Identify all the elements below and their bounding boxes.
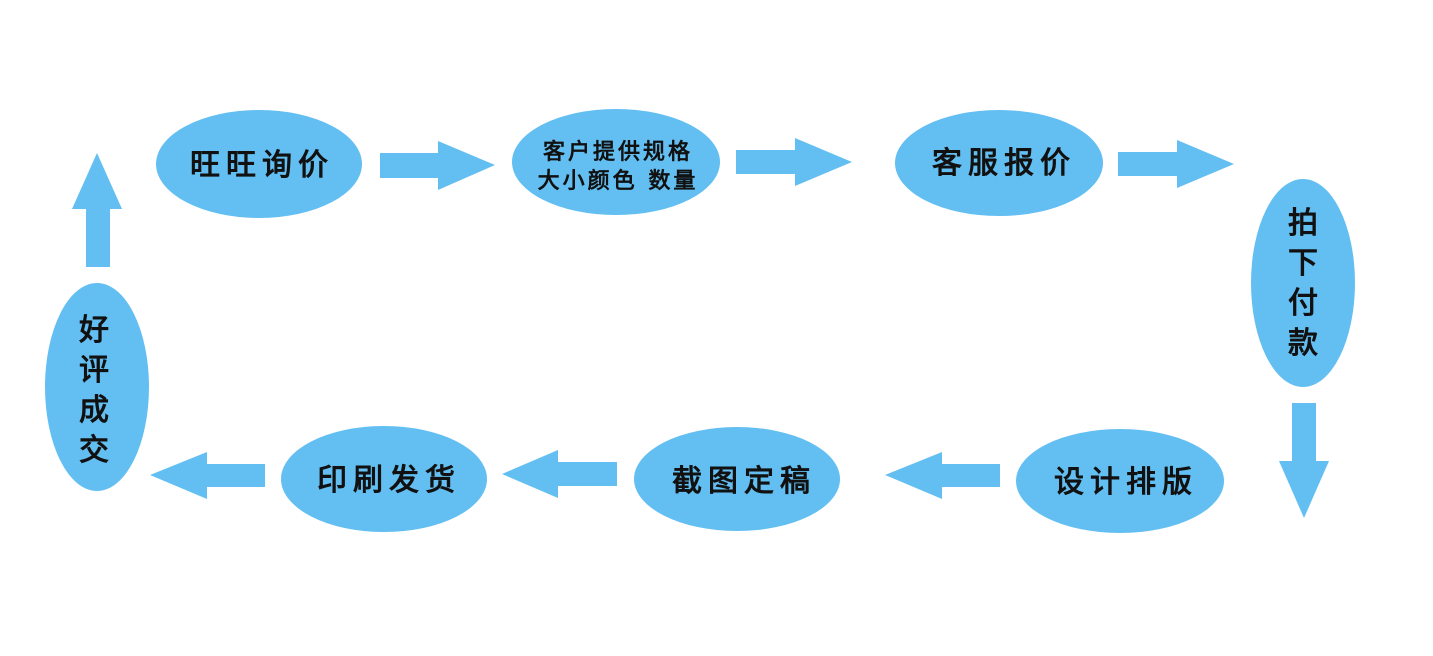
step-node-7: 印刷发货: [281, 426, 487, 532]
step-2-label-line-2: 大小颜色 数量: [538, 168, 699, 194]
arrow-left-step5-to-step6: [885, 452, 1000, 499]
arrow-down-step4-to-step5: [1279, 403, 1329, 518]
step-3-label: 客服报价: [932, 146, 1076, 181]
step-8-char-3: 成: [79, 393, 109, 428]
step-node-4: 拍 下 付 款: [1251, 179, 1355, 387]
arrow-up-step8-to-step1: [72, 153, 122, 267]
step-node-2: 客户提供规格 大小颜色 数量: [512, 109, 720, 215]
step-3-ellipse: [895, 110, 1103, 216]
step-6-label: 截图定稿: [672, 464, 816, 499]
step-6-ellipse: [634, 427, 840, 531]
step-7-label: 印刷发货: [317, 463, 461, 498]
step-8-char-2: 评: [79, 353, 109, 388]
step-5-label: 设计排版: [1054, 465, 1198, 500]
arrow-left-step6-to-step7: [502, 450, 617, 498]
step-4-char-3: 付: [1288, 286, 1318, 321]
step-2-ellipse: [512, 109, 720, 215]
step-node-1: 旺旺询价: [156, 110, 362, 218]
step-4-char-4: 款: [1288, 326, 1319, 361]
step-8-char-4: 交: [79, 433, 109, 468]
step-node-6: 截图定稿: [634, 427, 840, 531]
arrow-left-step7-to-step8: [150, 452, 265, 499]
step-node-8: 好 评 成 交: [45, 283, 149, 491]
step-8-ellipse: [45, 283, 149, 491]
step-8-char-1: 好: [78, 313, 109, 348]
step-4-char-2: 下: [1288, 246, 1318, 281]
step-1-ellipse: [156, 110, 362, 218]
step-2-label-line-1: 客户提供规格: [543, 139, 693, 165]
step-4-ellipse: [1251, 179, 1355, 387]
step-5-ellipse: [1016, 429, 1224, 533]
step-4-char-1: 拍: [1288, 206, 1318, 241]
arrow-right-step3-to-step4: [1118, 140, 1234, 188]
step-node-5: 设计排版: [1016, 429, 1224, 533]
step-7-ellipse: [281, 426, 487, 532]
arrow-right-step2-to-step3: [736, 138, 852, 186]
step-1-label: 旺旺询价: [190, 148, 334, 183]
arrow-right-step1-to-step2: [380, 141, 495, 190]
step-node-3: 客服报价: [895, 110, 1103, 216]
